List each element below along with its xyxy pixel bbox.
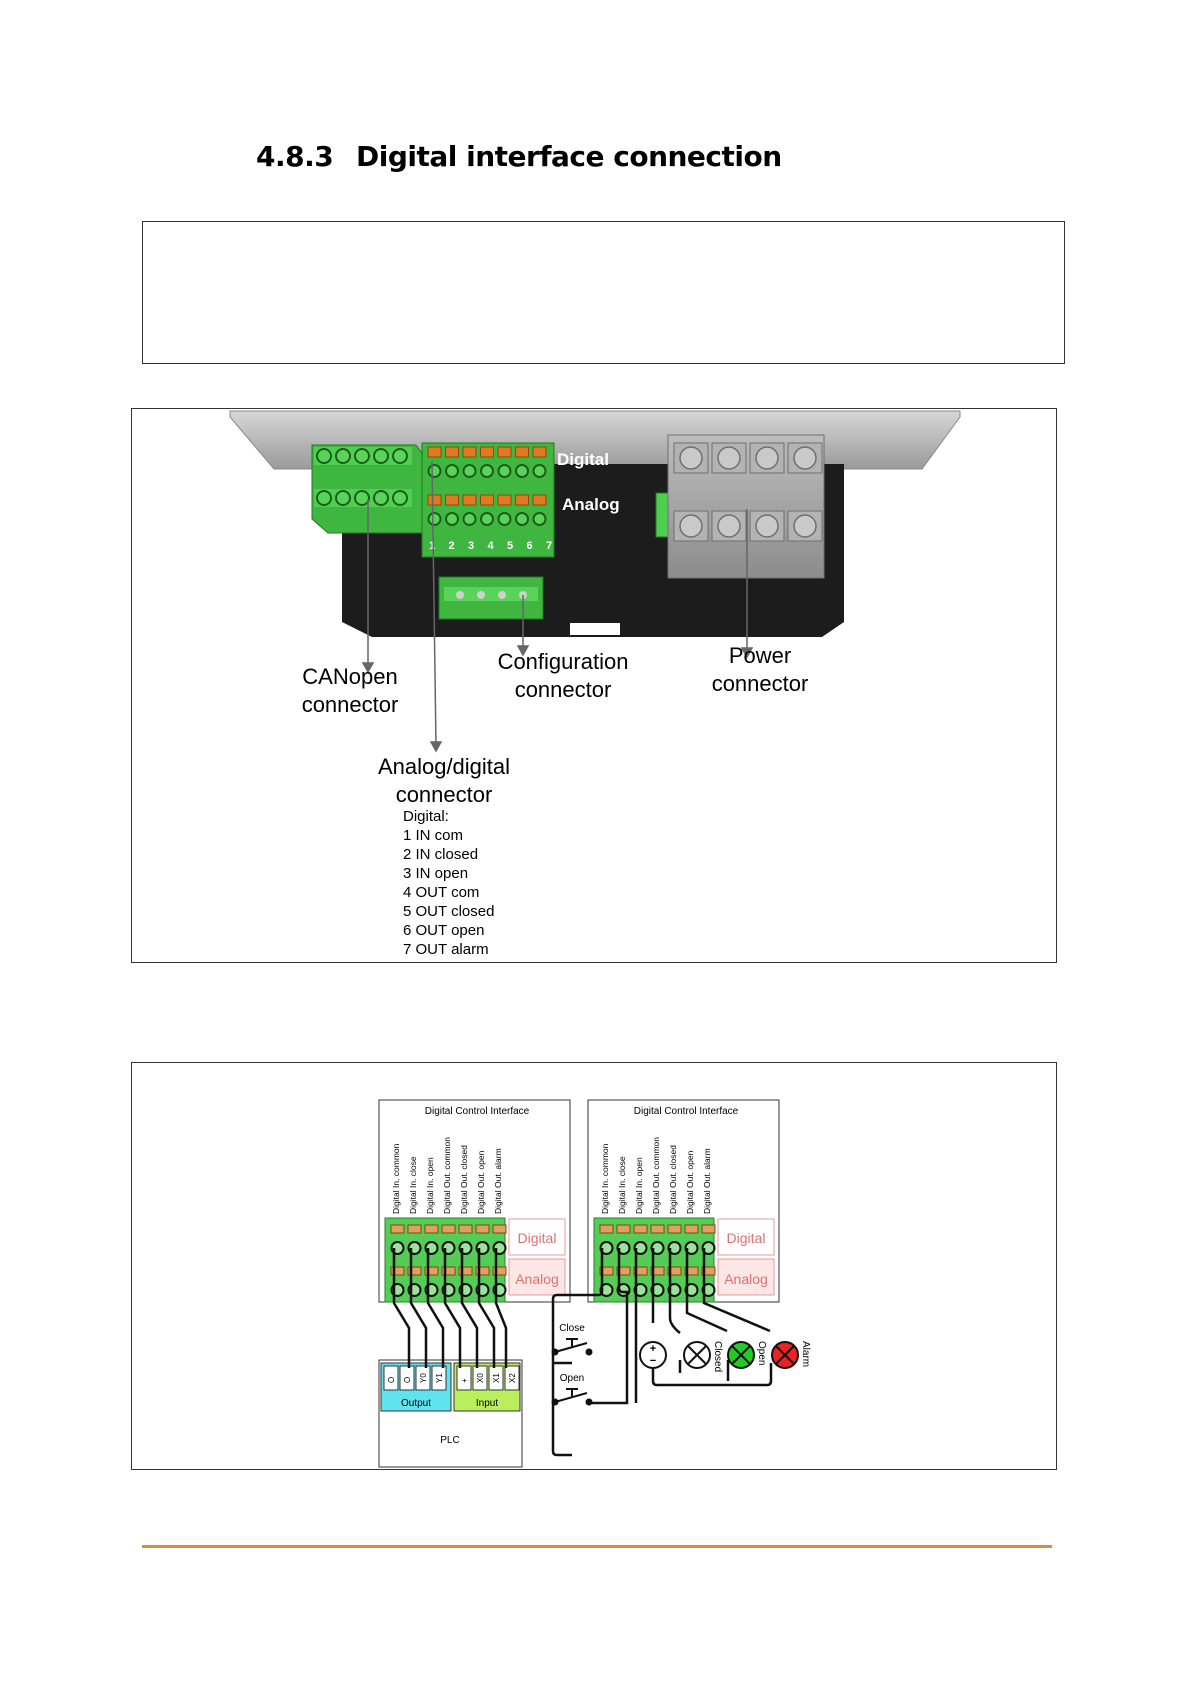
canopen-label-line2: connector <box>302 692 399 717</box>
closed-lamp-label: Closed <box>712 1341 723 1372</box>
alarm-lamp-label: Alarm <box>800 1341 811 1367</box>
pin-number: 4 <box>487 540 494 552</box>
pin-label: Digital In. close <box>617 1156 627 1214</box>
pin-label: Digital Out. common <box>442 1137 452 1214</box>
plc-output-label: Output <box>401 1398 431 1409</box>
configuration-label-line2: connector <box>515 677 612 702</box>
callout-arrows <box>361 460 754 753</box>
footer-rule <box>142 1545 1052 1548</box>
row-label-analog: Analog <box>562 495 620 514</box>
pin-label: Digital Out. open <box>685 1150 695 1214</box>
panel-row-label-digital: Digital <box>727 1230 766 1246</box>
pin-number: 6 <box>526 540 532 552</box>
pinout-item: 5 OUT closed <box>403 903 494 920</box>
section-title: Digital interface connection <box>356 140 782 173</box>
open-lamp-label: Open <box>756 1341 767 1365</box>
connector-overview-drawing: Digital Analog 1 2 3 4 5 6 7 CANopen connector… <box>229 410 961 958</box>
pin-number: 1 <box>429 540 435 552</box>
plc-output-terminal: Y1 <box>435 1373 444 1383</box>
plc-input-terminal: + <box>460 1378 469 1383</box>
housing-notch <box>570 623 620 635</box>
power-label-line2: connector <box>712 671 809 696</box>
note-box <box>142 221 1065 364</box>
pinout-item: 6 OUT open <box>403 922 484 939</box>
dc-source-icon: + − <box>639 1341 667 1369</box>
pin-label: Digital Out. closed <box>668 1145 678 1214</box>
pin-label: Digital Out. alarm <box>493 1148 503 1214</box>
closed-lamp-icon <box>683 1341 711 1369</box>
plc-input-terminal: X2 <box>508 1373 517 1383</box>
pin-number: 5 <box>507 540 513 552</box>
close-switch <box>551 1338 593 1356</box>
close-switch-label: Close <box>559 1323 585 1334</box>
connector-overview-figure: Digital Analog 1 2 3 4 5 6 7 CANopen connector… <box>131 408 1057 963</box>
alarm-lamp-icon <box>771 1341 799 1369</box>
pinout-item: 7 OUT alarm <box>403 941 489 958</box>
pinout-item: 4 OUT com <box>403 884 479 901</box>
pinout-item: 2 IN closed <box>403 846 478 863</box>
plc-input-terminal: X0 <box>476 1373 485 1383</box>
plc-output-terminal: O <box>403 1377 412 1383</box>
plc-wires <box>392 1248 508 1368</box>
pin-label: Digital Out. alarm <box>702 1148 712 1214</box>
panel-row-label-analog: Analog <box>515 1271 559 1287</box>
plc-input-label: Input <box>476 1398 498 1409</box>
plc-input-terminal: X1 <box>492 1373 501 1383</box>
pin-label: Digital Out. common <box>651 1137 661 1214</box>
svg-text:−: − <box>650 1355 656 1367</box>
analog-digital-label-line1: Analog/digital <box>378 754 510 779</box>
configuration-label-line1: Configuration <box>498 649 629 674</box>
pin-label: Digital Out. open <box>476 1150 486 1214</box>
power-connector <box>655 434 825 579</box>
pinout-title: Digital: <box>403 808 449 825</box>
section-heading: 4.8.3 Digital interface connection <box>256 140 782 173</box>
canopen-label-line1: CANopen <box>302 664 397 689</box>
pin-label: Digital In. common <box>600 1143 610 1214</box>
pin-label: Digital Out. closed <box>459 1145 469 1214</box>
panel-title: Digital Control Interface <box>634 1106 739 1117</box>
analog-digital-label-line2: connector <box>396 782 493 807</box>
panel-row-label-analog: Analog <box>724 1271 768 1287</box>
open-switch-label: Open <box>560 1373 584 1384</box>
plc-output-terminal: Y0 <box>419 1373 428 1383</box>
pin-number: 7 <box>546 540 552 552</box>
pin-number: 3 <box>468 540 474 552</box>
open-switch <box>551 1388 593 1406</box>
configuration-connector <box>438 576 544 620</box>
pinout-item: 1 IN com <box>403 827 463 844</box>
canopen-connector <box>311 444 427 534</box>
plc-box: Output Input PLC O O Y0 Y1 + X0 X1 X2 <box>378 1359 523 1468</box>
pin-label: Digital In. open <box>425 1157 435 1214</box>
row-label-digital: Digital <box>557 450 609 469</box>
plc-label: PLC <box>440 1435 459 1446</box>
svg-text:+: + <box>650 1343 656 1355</box>
pin-label: Digital In. open <box>634 1157 644 1214</box>
analog-digital-connector <box>421 442 555 558</box>
pin-label: Digital In. common <box>391 1143 401 1214</box>
open-lamp-icon <box>727 1341 755 1369</box>
power-label-line1: Power <box>729 643 791 668</box>
section-number: 4.8.3 <box>256 140 334 173</box>
panel-title: Digital Control Interface <box>425 1106 530 1117</box>
pin-label: Digital In. close <box>408 1156 418 1214</box>
pinout-item: 3 IN open <box>403 865 468 882</box>
panel-row-label-digital: Digital <box>518 1230 557 1246</box>
pin-number: 2 <box>448 540 454 552</box>
plc-output-terminal: O <box>387 1377 396 1383</box>
